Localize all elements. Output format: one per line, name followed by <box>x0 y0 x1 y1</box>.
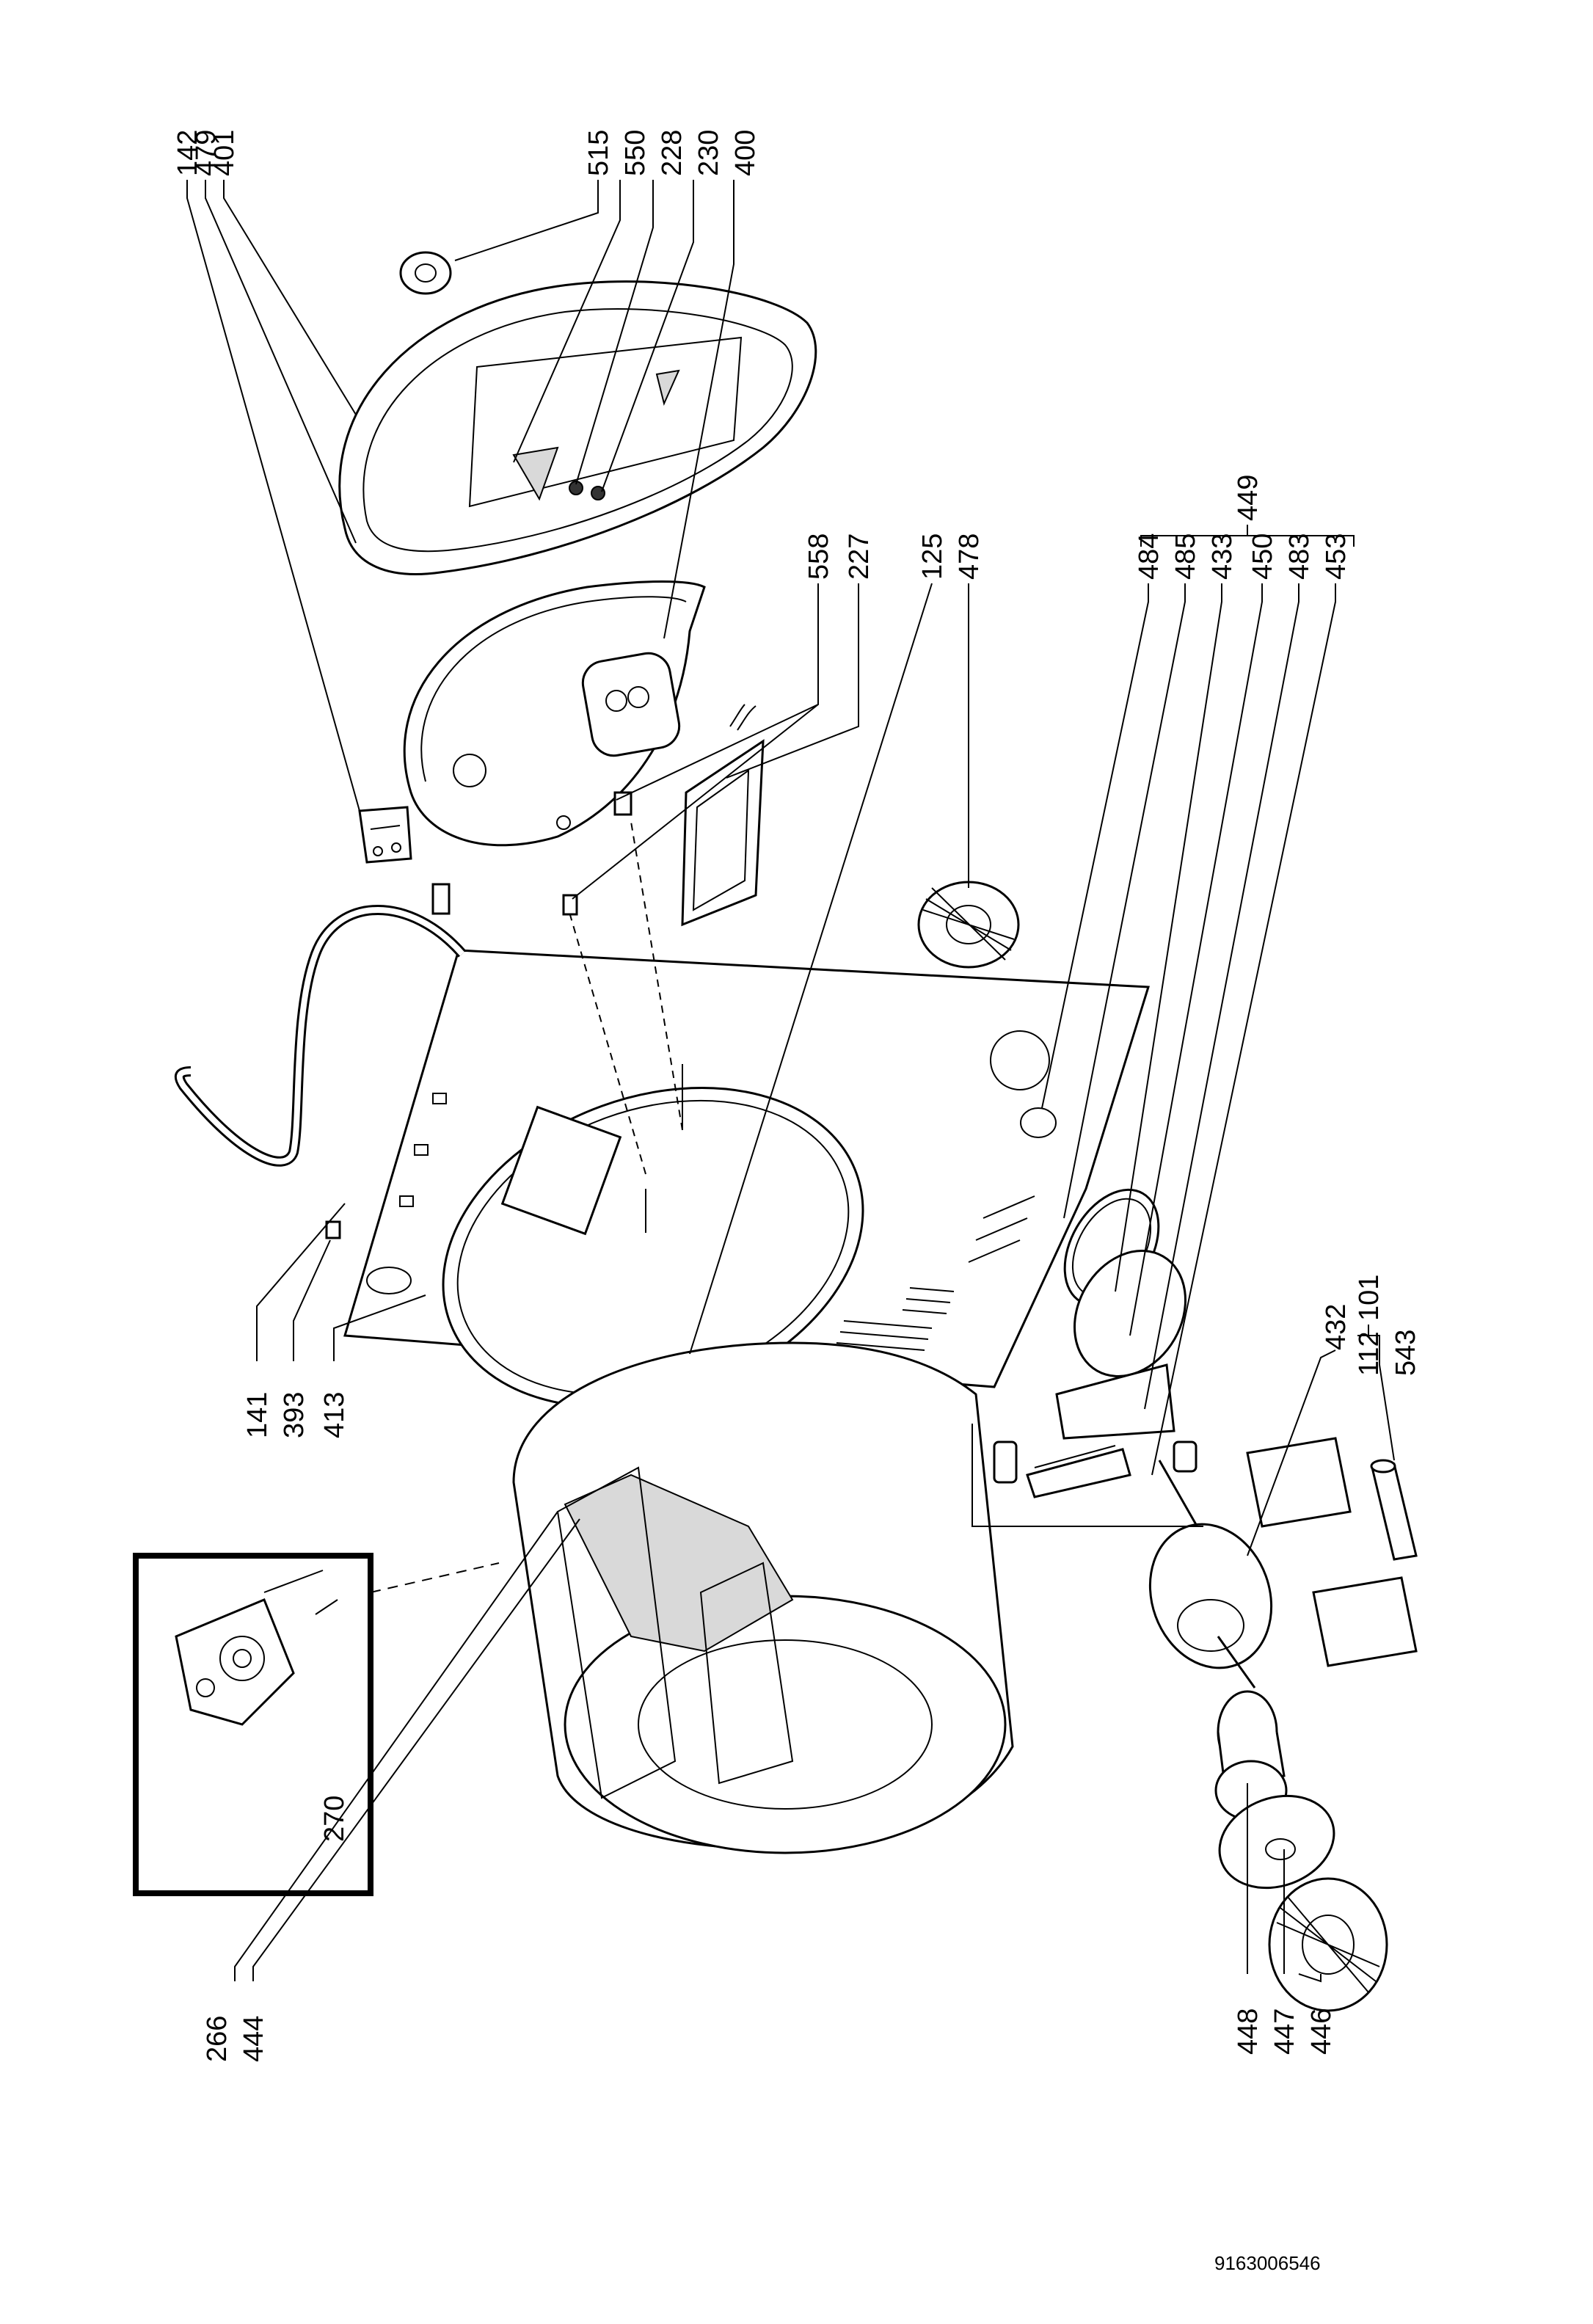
label-485: 485 <box>1170 533 1201 580</box>
motor-assembly <box>993 1188 1418 1689</box>
leader-lines <box>186 180 1395 1983</box>
label-112: 112 <box>1354 1331 1385 1376</box>
label-432: 432 <box>1321 1304 1352 1350</box>
label-543: 543 <box>1390 1330 1421 1376</box>
label-558: 558 <box>803 533 834 580</box>
frame-line-motor <box>972 1424 1203 1527</box>
label-230: 230 <box>693 130 724 176</box>
clip-393 <box>325 1220 341 1239</box>
label-227: 227 <box>844 533 875 580</box>
document-id: 9163006546 <box>1214 2252 1321 2274</box>
label-228: 228 <box>657 130 688 176</box>
label-478: 478 <box>954 533 985 580</box>
label-141: 141 <box>242 1392 273 1438</box>
label-270: 270 <box>319 1796 350 1842</box>
label-444: 444 <box>238 2016 269 2062</box>
label-433: 433 <box>1207 533 1238 580</box>
label-400: 400 <box>730 130 761 176</box>
label-449: 449 <box>1233 475 1264 521</box>
fan-wheel <box>917 881 1020 969</box>
part-labels: 142 479 401 515 550 228 230 400 558 227 … <box>172 130 1421 2062</box>
bearing-detail-box <box>133 1553 500 1896</box>
label-266: 266 <box>202 2016 233 2062</box>
label-413: 413 <box>319 1392 350 1438</box>
blower-parts <box>1214 1690 1388 2012</box>
label-450: 450 <box>1247 533 1278 580</box>
label-142: 142 <box>172 130 203 176</box>
heater-element <box>681 704 765 927</box>
label-393: 393 <box>279 1392 310 1438</box>
label-401: 401 <box>209 130 240 176</box>
label-550: 550 <box>620 130 651 176</box>
hose <box>174 883 467 1167</box>
label-447: 447 <box>1269 2008 1300 2055</box>
label-101: 101 <box>1354 1275 1385 1321</box>
switch <box>358 806 412 864</box>
label-448: 448 <box>1233 2008 1264 2055</box>
group-bracket-449 <box>1140 525 1355 547</box>
clip-558 <box>562 894 578 916</box>
rear-bulkhead-assembly <box>338 251 817 575</box>
label-446: 446 <box>1306 2008 1337 2055</box>
drum <box>512 1341 1014 1854</box>
rear-drum-cover <box>403 580 706 847</box>
label-483: 483 <box>1284 533 1315 580</box>
group-bracket-101 <box>1357 1325 1380 1365</box>
label-515: 515 <box>583 130 614 176</box>
label-125: 125 <box>917 533 948 580</box>
label-453: 453 <box>1321 533 1352 580</box>
label-484: 484 <box>1134 533 1164 580</box>
label-479: 479 <box>191 130 222 176</box>
front-panel <box>343 821 1151 1408</box>
